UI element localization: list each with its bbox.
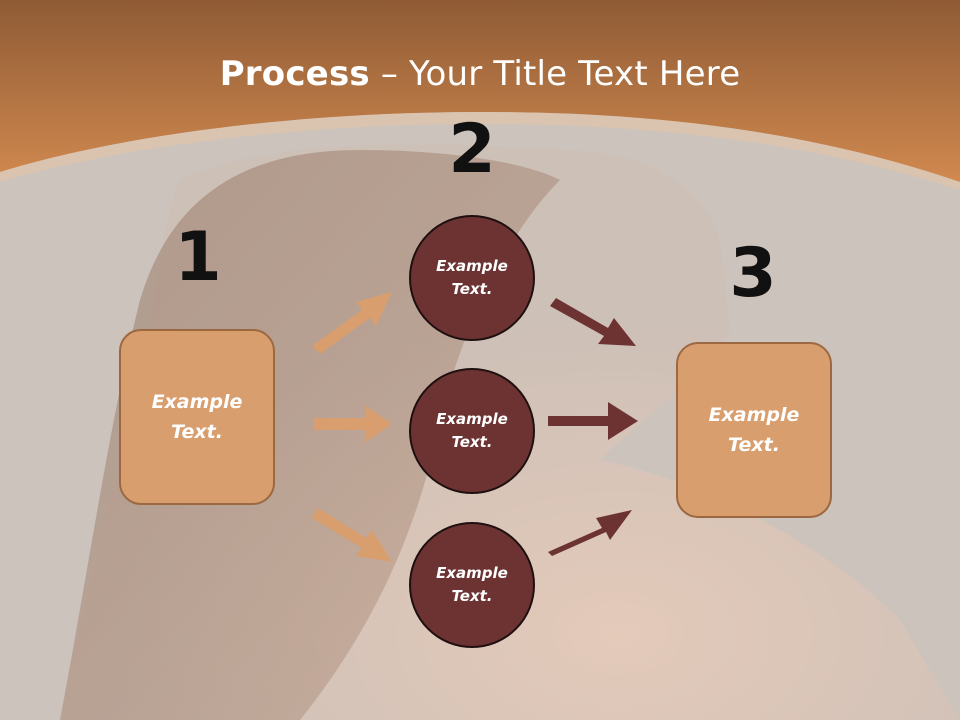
arrow-right-down [550, 298, 636, 346]
arrow-left-up [312, 292, 392, 354]
step-number-1: 1 [174, 218, 222, 297]
circle-top-label: Example Text. [436, 257, 508, 298]
arrow-left-down [312, 508, 392, 562]
circle-bottom[interactable]: Example Text. [409, 522, 535, 648]
left-step-box[interactable]: Example Text. [119, 329, 275, 505]
step-number-3: 3 [729, 234, 777, 313]
dark-arrows [548, 298, 638, 556]
circle-top[interactable]: Example Text. [409, 215, 535, 341]
right-step-box[interactable]: Example Text. [676, 342, 832, 518]
light-arrows [312, 292, 392, 562]
arrow-left-middle [314, 406, 392, 442]
slide-title: Process – Your Title Text Here [0, 52, 960, 96]
arrow-right-middle [548, 402, 638, 440]
circle-middle-label: Example Text. [436, 410, 508, 451]
circle-middle[interactable]: Example Text. [409, 368, 535, 494]
left-box-label: Example Text. [151, 391, 243, 443]
step-number-2: 2 [448, 110, 496, 189]
title-rest: – Your Title Text Here [369, 54, 741, 94]
title-bold: Process [219, 54, 370, 94]
arrow-right-up [548, 510, 632, 556]
right-box-label: Example Text. [708, 404, 800, 456]
circle-bottom-label: Example Text. [436, 564, 508, 605]
